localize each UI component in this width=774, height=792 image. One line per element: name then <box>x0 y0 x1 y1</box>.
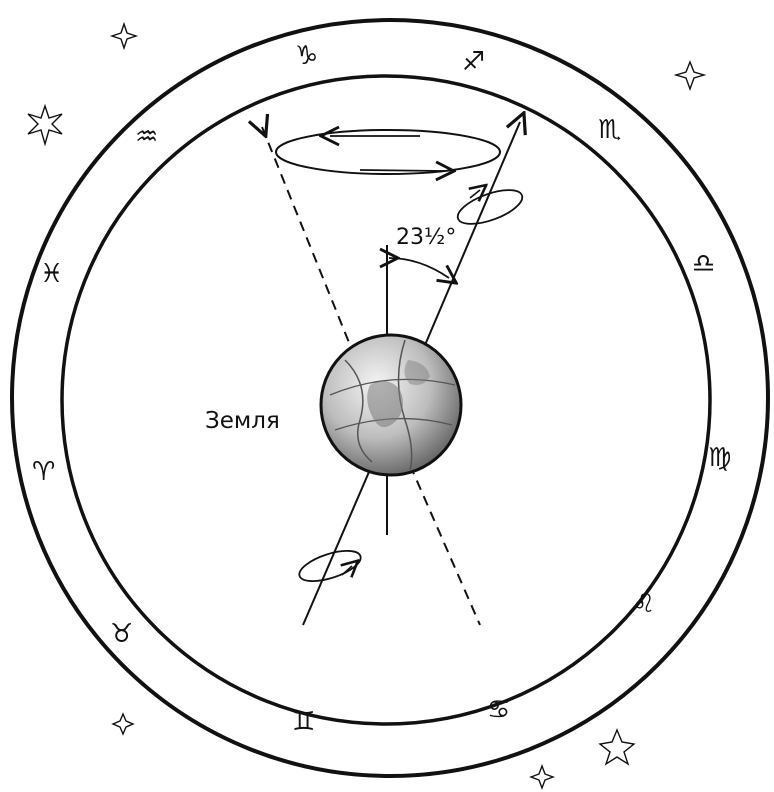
spin-ellipse-lower <box>296 545 364 588</box>
scorpio-sign: ♏ <box>598 115 621 145</box>
earth-label: Земля <box>205 408 280 434</box>
earth-axis-lower <box>303 465 372 625</box>
aries-sign: ♈ <box>32 457 55 487</box>
cancer-sign: ♋ <box>487 695 510 725</box>
star-burst-icon <box>28 106 62 144</box>
pisces-sign: ♓ <box>40 259 63 289</box>
dashed-axis-upper <box>262 127 350 345</box>
sagittarius-sign: ♐ <box>462 47 485 77</box>
capricorn-sign: ♑ <box>295 41 318 71</box>
star-icon <box>531 766 553 788</box>
earth-globe <box>321 335 461 475</box>
gemini-sign: ♊ <box>292 707 315 737</box>
star-icon <box>676 62 704 89</box>
angle-label: 23½° <box>396 225 456 250</box>
angle-arc <box>389 258 449 278</box>
star-icon <box>600 730 634 764</box>
aquarius-sign: ♒ <box>135 122 158 152</box>
libra-sign: ♎ <box>692 249 715 279</box>
precession-arrow-bottom <box>360 170 445 171</box>
star-icon <box>113 714 133 734</box>
dashed-axis-lower <box>410 465 480 625</box>
virgo-sign: ♍ <box>708 443 731 473</box>
leo-sign: ♌ <box>632 589 655 619</box>
star-icon <box>112 24 136 48</box>
taurus-sign: ♉ <box>110 619 133 649</box>
